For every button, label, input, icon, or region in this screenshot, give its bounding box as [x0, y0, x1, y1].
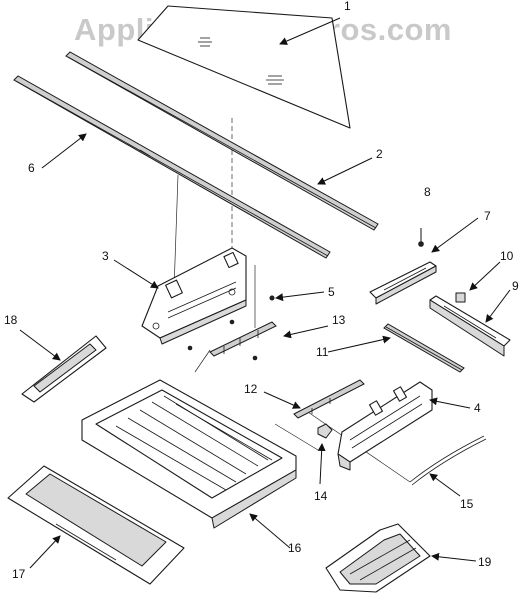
callout-2: 2	[376, 147, 383, 161]
callout-10: 10	[500, 249, 514, 263]
part-2-trim-rail	[65, 51, 379, 231]
part-14-pivot	[317, 423, 333, 439]
callout-8: 8	[424, 185, 431, 199]
part-9-right-rail	[429, 295, 511, 357]
callout-15: 15	[460, 497, 474, 511]
part-7-center-bracket	[369, 261, 437, 305]
callout-6: 6	[28, 161, 35, 175]
part-16-crisper-drawer	[81, 379, 297, 529]
part-19-small-bin	[325, 523, 431, 593]
part-11-slide-rail	[383, 323, 465, 373]
callout-18: 18	[4, 313, 18, 327]
part-5-screws	[187, 295, 275, 361]
callout-labels: 1 2 3 4 5 6 7 8 9 10 11 12 13 14 15 16 1…	[4, 0, 519, 581]
callout-3: 3	[102, 249, 109, 263]
alignment-lines	[173, 118, 411, 483]
callout-14: 14	[314, 489, 328, 503]
part-4-right-bracket	[337, 381, 433, 471]
callout-17: 17	[12, 567, 26, 581]
callout-11: 11	[316, 345, 329, 359]
part-18-handle	[21, 335, 107, 403]
callout-7: 7	[484, 209, 491, 223]
callout-9: 9	[512, 279, 519, 293]
part-13-slide-rail	[209, 321, 277, 357]
part-6-trim-rail	[13, 75, 331, 259]
part-17-drawer-front	[7, 465, 185, 585]
leader-arrows	[19, 17, 511, 569]
part-10-clip	[455, 292, 466, 303]
callout-16: 16	[288, 541, 302, 555]
part-15-wire-bar	[409, 435, 487, 486]
part-8-screw	[418, 228, 424, 247]
callout-19: 19	[478, 555, 492, 569]
callout-4: 4	[474, 401, 481, 415]
callout-12: 12	[244, 382, 258, 396]
part-12-slide-rail	[293, 379, 365, 419]
callout-5: 5	[328, 285, 335, 299]
callout-1: 1	[344, 0, 351, 13]
part-3-left-bracket	[141, 247, 247, 345]
callout-13: 13	[332, 313, 346, 327]
